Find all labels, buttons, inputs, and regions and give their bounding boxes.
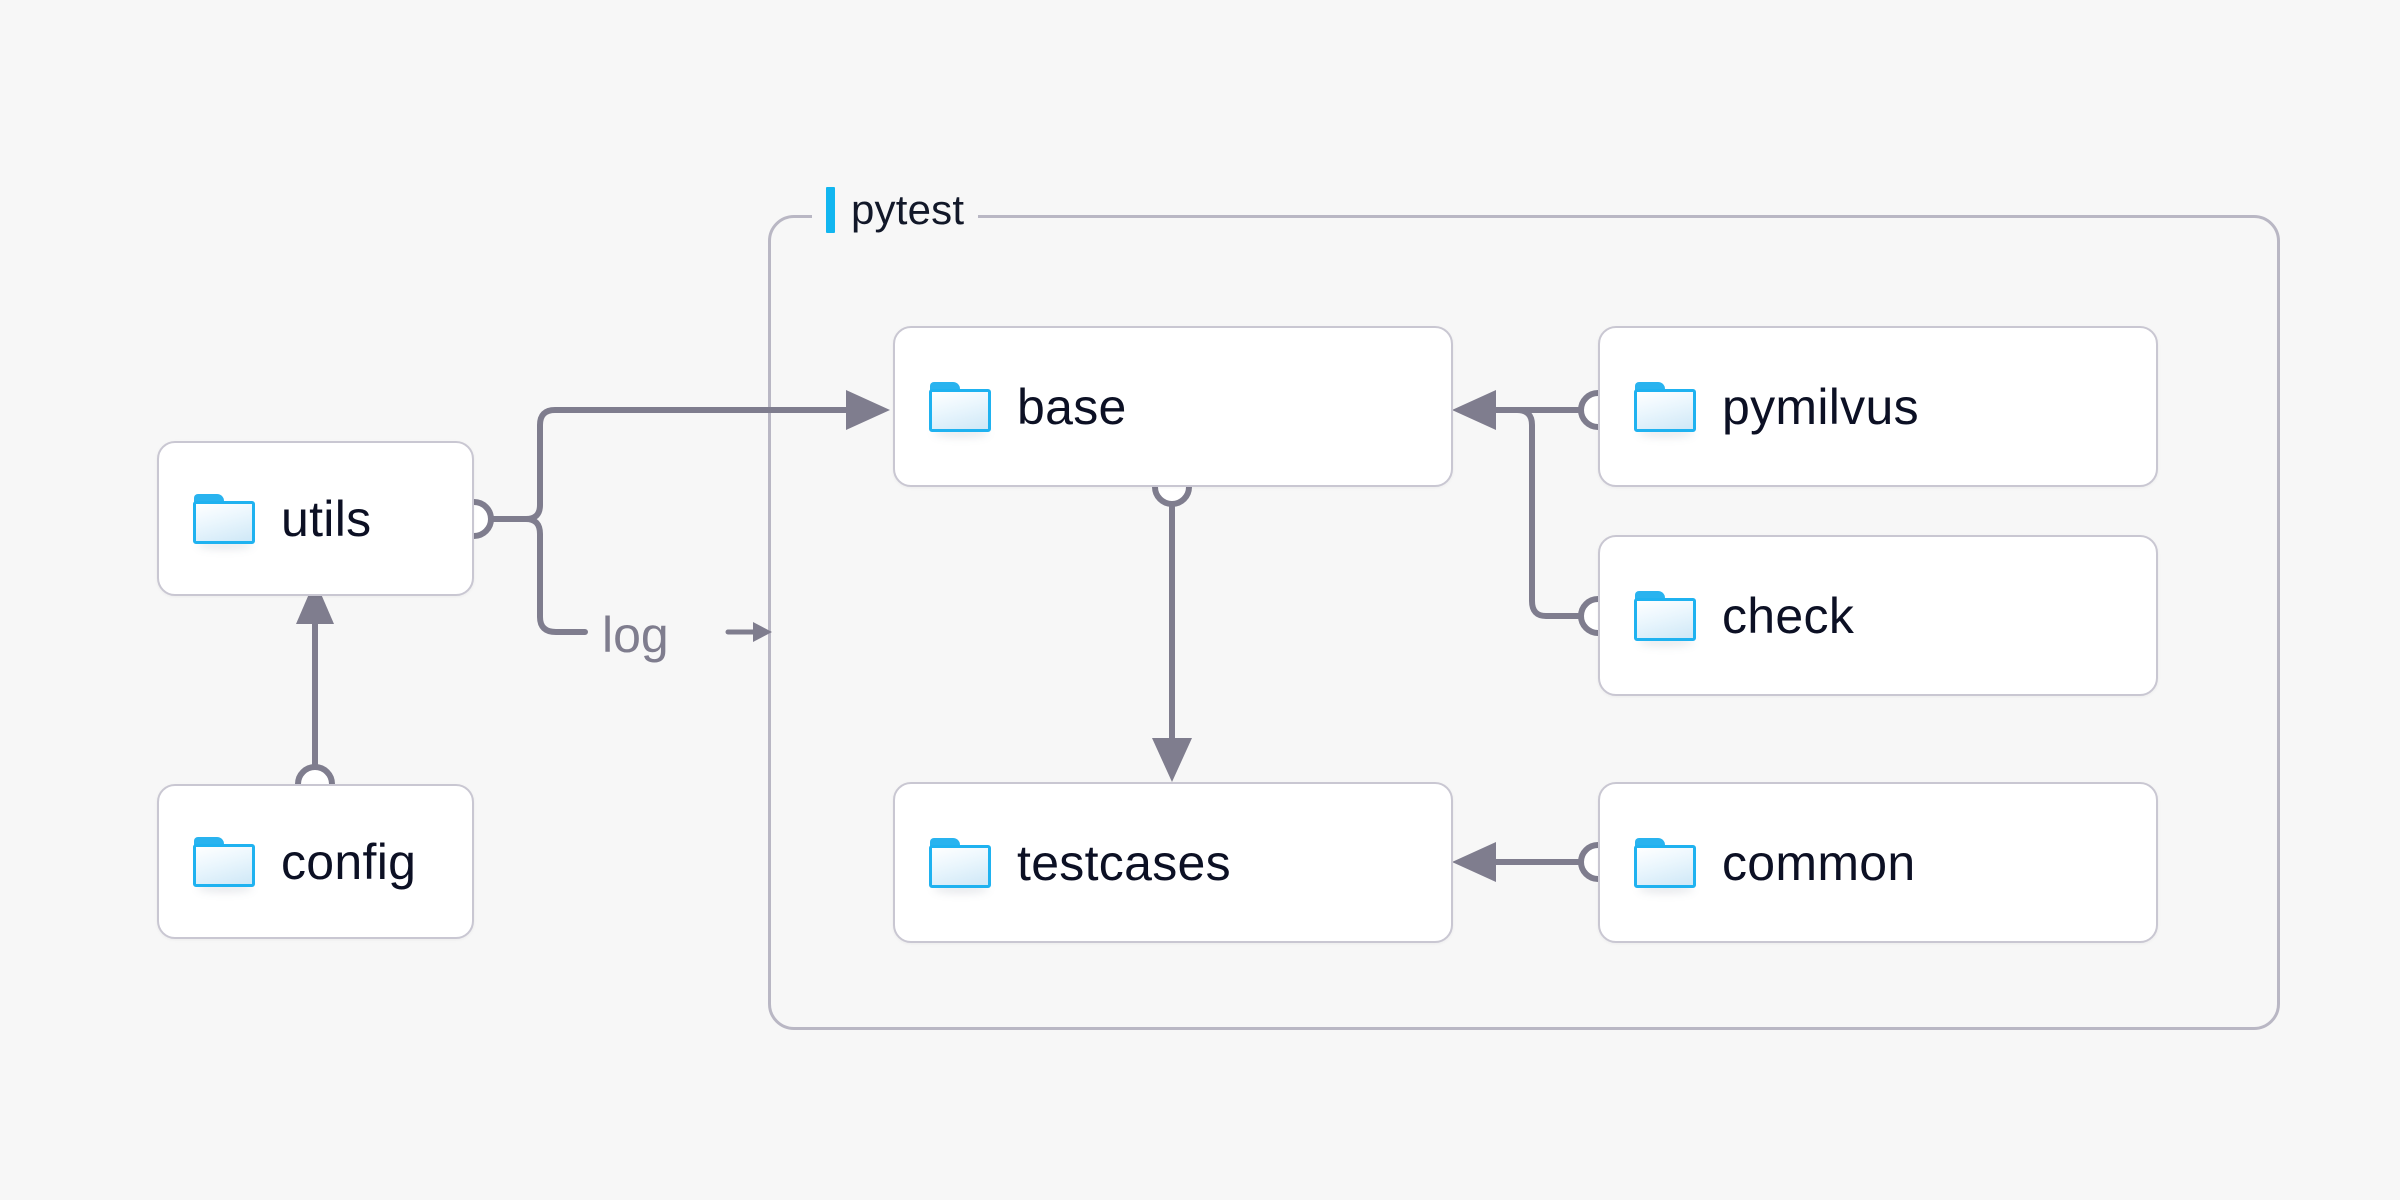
folder-icon: [1634, 837, 1696, 894]
group-label-text: pytest: [851, 186, 965, 233]
node-label-base: base: [1017, 378, 1127, 435]
edge-utils-log: log: [489, 516, 772, 663]
group-accent-bar-icon: [826, 187, 835, 233]
folder-icon: [193, 493, 255, 550]
node-label-common: common: [1722, 834, 1916, 891]
node-testcases[interactable]: testcases: [893, 782, 1453, 943]
node-base[interactable]: base: [893, 326, 1453, 487]
edge-config-to-utils: [295, 580, 335, 804]
folder-icon: [1634, 381, 1696, 438]
node-check[interactable]: check: [1598, 535, 2158, 696]
group-label-pytest: pytest: [812, 182, 979, 238]
folder-icon: [193, 836, 255, 893]
folder-icon: [929, 837, 991, 894]
edge-label-log: log: [602, 607, 669, 663]
node-common[interactable]: common: [1598, 782, 2158, 943]
node-utils[interactable]: utils: [157, 441, 474, 596]
node-label-check: check: [1722, 587, 1855, 644]
folder-icon: [1634, 590, 1696, 647]
node-label-config: config: [281, 833, 417, 890]
node-label-testcases: testcases: [1017, 834, 1231, 891]
node-label-pymilvus: pymilvus: [1722, 378, 1919, 435]
node-config[interactable]: config: [157, 784, 474, 939]
node-pymilvus[interactable]: pymilvus: [1598, 326, 2158, 487]
folder-icon: [929, 381, 991, 438]
node-label-utils: utils: [281, 490, 372, 547]
